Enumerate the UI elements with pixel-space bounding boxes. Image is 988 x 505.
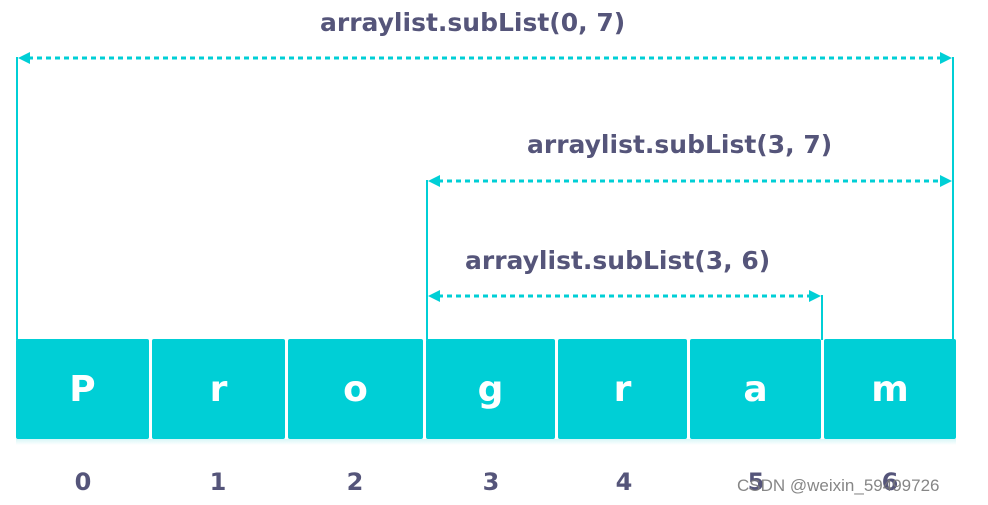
- range-arrow-3-6: [428, 290, 823, 340]
- watermark: CSDN @weixin_59499726: [737, 476, 940, 495]
- index-1: 1: [209, 468, 227, 496]
- arrowhead-right-3-6: [809, 290, 821, 302]
- index-4: 4: [615, 468, 633, 496]
- arrowhead-left-0-7: [18, 52, 30, 64]
- array-cell-4: r: [558, 339, 687, 439]
- index-0: 0: [74, 468, 92, 496]
- array-cell-1: r: [152, 339, 285, 439]
- array-cell-0: P: [16, 339, 149, 439]
- sublist-label-3-7: arraylist.subList(3, 7): [527, 130, 833, 159]
- array-cells: P r o g r a m: [16, 339, 956, 445]
- sublist-label-0-7: arraylist.subList(0, 7): [320, 8, 626, 37]
- arrowhead-left-3-7: [428, 175, 440, 187]
- array-cell-3: g: [426, 339, 555, 439]
- range-arrow-3-7: [426, 175, 952, 340]
- cell-shadow: [16, 439, 956, 445]
- arrowhead-right-3-7: [940, 175, 952, 187]
- array-cell-6: m: [824, 339, 956, 439]
- index-6: 6: [881, 468, 899, 496]
- array-cell-2: o: [288, 339, 423, 439]
- range-arrow-0-7: [16, 52, 954, 340]
- arrowhead-left-3-6: [428, 290, 440, 302]
- sublist-label-3-6: arraylist.subList(3, 6): [465, 246, 771, 275]
- index-2: 2: [346, 468, 364, 496]
- array-cell-5: a: [690, 339, 821, 439]
- arrowhead-right-0-7: [940, 52, 952, 64]
- index-3: 3: [482, 468, 500, 496]
- index-5: 5: [747, 468, 765, 496]
